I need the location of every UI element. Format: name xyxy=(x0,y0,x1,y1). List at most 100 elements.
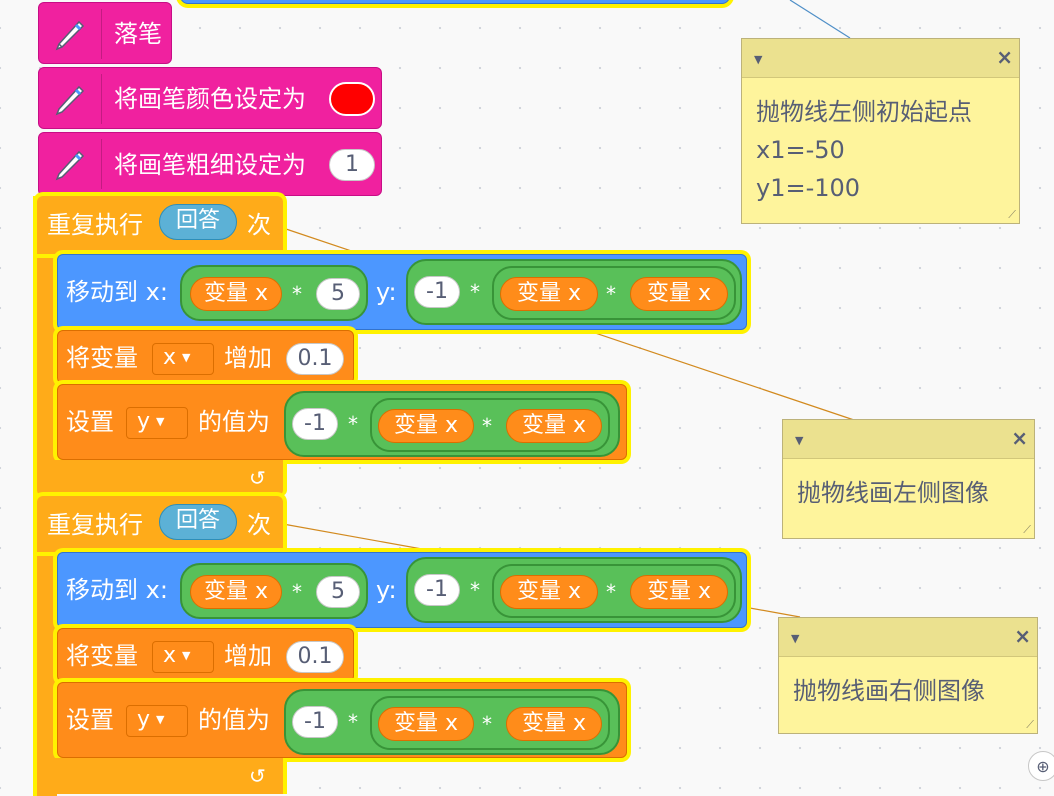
multiply-operator-y[interactable]: -1 * 变量 x * 变量 x xyxy=(406,259,742,325)
motion-block-top-remnant[interactable] xyxy=(180,0,730,4)
collapse-triangle-icon[interactable]: ▼ xyxy=(795,434,804,447)
number-input[interactable]: 0.1 xyxy=(286,641,344,673)
change-variable-label: 将变量 xyxy=(66,642,138,670)
comment-note-2[interactable]: ▼ × 抛物线画左侧图像 ⟋ xyxy=(782,419,1035,539)
dropdown-caret-icon: ▼ xyxy=(182,649,191,662)
set-pen-color-label: 将画笔颜色设定为 xyxy=(114,85,306,113)
loop-arrow-icon: ↺ xyxy=(249,466,266,490)
variable-x-reporter[interactable]: 变量 x xyxy=(190,277,282,311)
set-pen-size-block[interactable]: 将画笔粗细设定为 1 xyxy=(38,132,382,196)
variable-x-reporter[interactable]: 变量 x xyxy=(500,575,598,609)
close-icon[interactable]: × xyxy=(1014,624,1031,648)
block-divider xyxy=(101,74,102,124)
number-input[interactable]: 5 xyxy=(316,576,360,608)
number-input[interactable]: -1 xyxy=(292,408,338,440)
pen-down-label: 落笔 xyxy=(114,20,162,48)
block-divider xyxy=(101,139,102,189)
goto-xy-block-2[interactable]: 移动到 x: 变量 x * 5 y: -1 * 变量 x * 变量 x xyxy=(57,552,747,628)
loop-arrow-icon: ↺ xyxy=(249,764,266,788)
set-variable-label: 设置 xyxy=(66,408,114,436)
connector-line-1 xyxy=(789,0,851,39)
multiply-operator-inner[interactable]: 变量 x * 变量 x xyxy=(370,398,610,452)
set-pen-size-label: 将画笔粗细设定为 xyxy=(114,151,306,179)
set-to-label: 的值为 xyxy=(198,706,270,734)
multiply-operator-inner[interactable]: 变量 x * 变量 x xyxy=(492,266,736,320)
variable-x-reporter[interactable]: 变量 x xyxy=(378,409,474,443)
zoom-in-icon[interactable]: ⊕ xyxy=(1028,751,1054,781)
multiply-sign: * xyxy=(348,412,358,436)
repeat-block-1-header[interactable]: 重复执行 回答 次 xyxy=(37,196,283,254)
variable-x-reporter[interactable]: 变量 x xyxy=(506,409,602,443)
pen-icon xyxy=(55,85,85,116)
resize-handle-icon[interactable]: ⟋ xyxy=(1026,718,1034,731)
multiply-sign: * xyxy=(348,710,358,734)
answer-reporter[interactable]: 回答 xyxy=(159,204,237,240)
multiply-sign: * xyxy=(470,280,480,304)
pen-icon xyxy=(55,20,85,51)
multiply-sign: * xyxy=(292,282,302,306)
goto-xy-block-1[interactable]: 移动到 x: 变量 x * 5 y: -1 * 变量 x * 变量 x xyxy=(57,254,747,330)
collapse-triangle-icon[interactable]: ▼ xyxy=(754,53,763,66)
multiply-sign: * xyxy=(470,578,480,602)
repeat-block-2-header[interactable]: 重复执行 回答 次 xyxy=(37,496,283,552)
close-icon[interactable]: × xyxy=(996,45,1013,69)
answer-reporter[interactable]: 回答 xyxy=(159,504,237,540)
variable-x-reporter[interactable]: 变量 x xyxy=(506,707,602,741)
multiply-operator-y[interactable]: -1 * 变量 x * 变量 x xyxy=(406,557,742,623)
pen-size-input[interactable]: 1 xyxy=(329,149,375,181)
number-input[interactable]: -1 xyxy=(414,276,460,308)
repeat-times-label: 次 xyxy=(247,211,271,239)
set-variable-block-1[interactable]: 设置 y▼ 的值为 -1 * 变量 x * 变量 x xyxy=(57,384,627,460)
variable-dropdown-value: y xyxy=(137,707,151,732)
variable-x-reporter[interactable]: 变量 x xyxy=(378,707,474,741)
change-variable-label: 将变量 xyxy=(66,344,138,372)
multiply-operator-x[interactable]: 变量 x * 5 xyxy=(180,563,368,619)
comment-note-1[interactable]: ▼ × 抛物线左侧初始起点 x1=-50 y1=-100 ⟋ xyxy=(741,38,1020,224)
multiply-operator[interactable]: -1 * 变量 x * 变量 x xyxy=(284,391,620,457)
number-input[interactable]: -1 xyxy=(414,574,460,606)
variable-x-reporter[interactable]: 变量 x xyxy=(500,277,598,311)
variable-x-reporter[interactable]: 变量 x xyxy=(630,277,728,311)
variable-x-reporter[interactable]: 变量 x xyxy=(630,575,728,609)
number-input[interactable]: -1 xyxy=(292,706,338,738)
block-divider xyxy=(101,9,102,59)
repeat-label: 重复执行 xyxy=(47,211,143,239)
goto-y-label: y: xyxy=(376,576,397,604)
pen-down-block[interactable]: 落笔 xyxy=(38,2,172,64)
goto-x-label: 移动到 x: xyxy=(66,576,168,604)
set-variable-block-2[interactable]: 设置 y▼ 的值为 -1 * 变量 x * 变量 x xyxy=(57,682,627,758)
multiply-operator[interactable]: -1 * 变量 x * 变量 x xyxy=(284,689,620,755)
repeat-block-2-footer: ↺ xyxy=(37,758,283,794)
variable-dropdown[interactable]: x▼ xyxy=(152,343,214,375)
multiply-sign: * xyxy=(606,282,616,306)
repeat-block-1-footer: ↺ xyxy=(37,460,283,496)
resize-handle-icon[interactable]: ⟋ xyxy=(1023,523,1031,536)
goto-y-label: y: xyxy=(376,278,397,306)
note-header[interactable] xyxy=(742,39,1019,78)
multiply-operator-x[interactable]: 变量 x * 5 xyxy=(180,265,368,321)
pen-color-swatch[interactable] xyxy=(329,82,375,116)
note-text[interactable]: 抛物线画右侧图像 xyxy=(793,677,985,705)
note-text[interactable]: 抛物线画左侧图像 xyxy=(797,479,989,507)
set-variable-label: 设置 xyxy=(66,706,114,734)
change-variable-block-2[interactable]: 将变量 x▼ 增加 0.1 xyxy=(57,628,354,682)
variable-dropdown[interactable]: y▼ xyxy=(126,705,188,737)
multiply-operator-inner[interactable]: 变量 x * 变量 x xyxy=(370,696,610,750)
note-header[interactable] xyxy=(783,420,1034,459)
note-text[interactable]: 抛物线左侧初始起点 x1=-50 y1=-100 xyxy=(756,98,972,202)
multiply-operator-inner[interactable]: 变量 x * 变量 x xyxy=(492,564,736,618)
note-header[interactable] xyxy=(779,618,1037,657)
set-pen-color-block[interactable]: 将画笔颜色设定为 xyxy=(38,67,382,129)
variable-dropdown[interactable]: y▼ xyxy=(126,407,188,439)
resize-handle-icon[interactable]: ⟋ xyxy=(1008,208,1016,221)
multiply-sign: * xyxy=(292,580,302,604)
variable-dropdown-value: x xyxy=(163,643,177,668)
change-variable-block-1[interactable]: 将变量 x▼ 增加 0.1 xyxy=(57,330,354,384)
number-input[interactable]: 5 xyxy=(316,278,360,310)
collapse-triangle-icon[interactable]: ▼ xyxy=(791,632,800,645)
variable-dropdown[interactable]: x▼ xyxy=(152,641,214,673)
close-icon[interactable]: × xyxy=(1011,426,1028,450)
variable-x-reporter[interactable]: 变量 x xyxy=(190,575,282,609)
number-input[interactable]: 0.1 xyxy=(286,343,344,375)
comment-note-3[interactable]: ▼ × 抛物线画右侧图像 ⟋ xyxy=(778,617,1038,734)
